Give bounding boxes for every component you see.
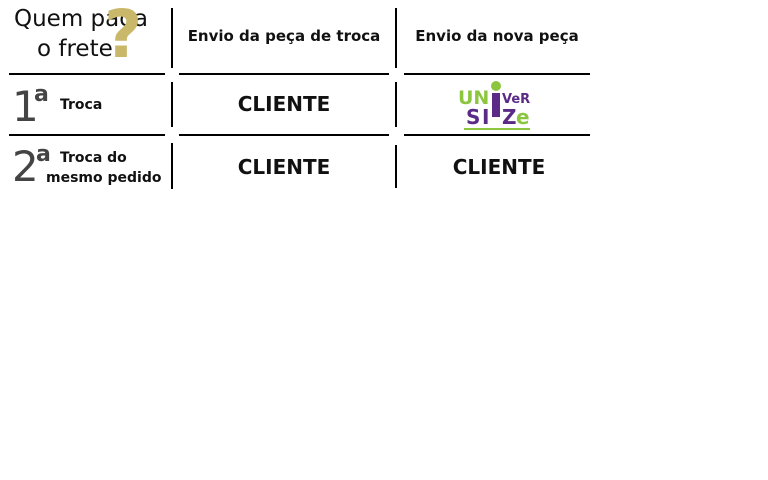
row1-label: Troca [60,97,103,113]
row2-label-line2: mesmo pedido [46,170,162,186]
svg-text:I: I [482,105,489,129]
col-header-send-exchange: Envio da peça de troca [187,27,381,45]
title-line-2: o frete [37,36,113,62]
h-divider-1c [404,73,590,75]
row1-send-exchange-value: CLIENTE [237,92,331,116]
svg-text:Z: Z [502,105,517,129]
v-divider-1-header [171,8,173,68]
v-divider-1-row2 [171,143,173,189]
col-header-send-new: Envio da nova peça [415,27,579,45]
v-divider-2-row2 [395,145,397,188]
h-divider-1a [9,73,165,75]
question-mark-icon: ? [104,0,143,73]
h-divider-1b [179,73,389,75]
svg-text:UN: UN [458,87,489,109]
h-divider-2a [9,134,165,136]
v-divider-2-header [395,8,397,68]
row2-ordinal-suffix: a [36,142,51,167]
row2-send-new-value: CLIENTE [452,155,546,179]
title-line-1: Quem paga [14,6,148,32]
row2-label-line1: Troca do [60,150,127,166]
v-divider-1-row1 [171,82,173,127]
h-divider-2c [404,134,590,136]
v-divider-2-row1 [395,82,397,127]
univer-size-logo-graphic: UN VeR S I Z e [458,81,530,130]
row2-ordinal-number: 2 [12,142,39,191]
svg-text:e: e [516,105,530,129]
row2-send-exchange-value: CLIENTE [237,155,331,179]
row1-ordinal-number: 1 [12,82,39,131]
h-divider-2b [179,134,389,136]
svg-text:VeR: VeR [502,92,530,107]
svg-text:S: S [466,105,480,129]
univer-size-logo: UN VeR S I Z e [456,80,536,132]
row1-ordinal-suffix: a [34,82,49,107]
